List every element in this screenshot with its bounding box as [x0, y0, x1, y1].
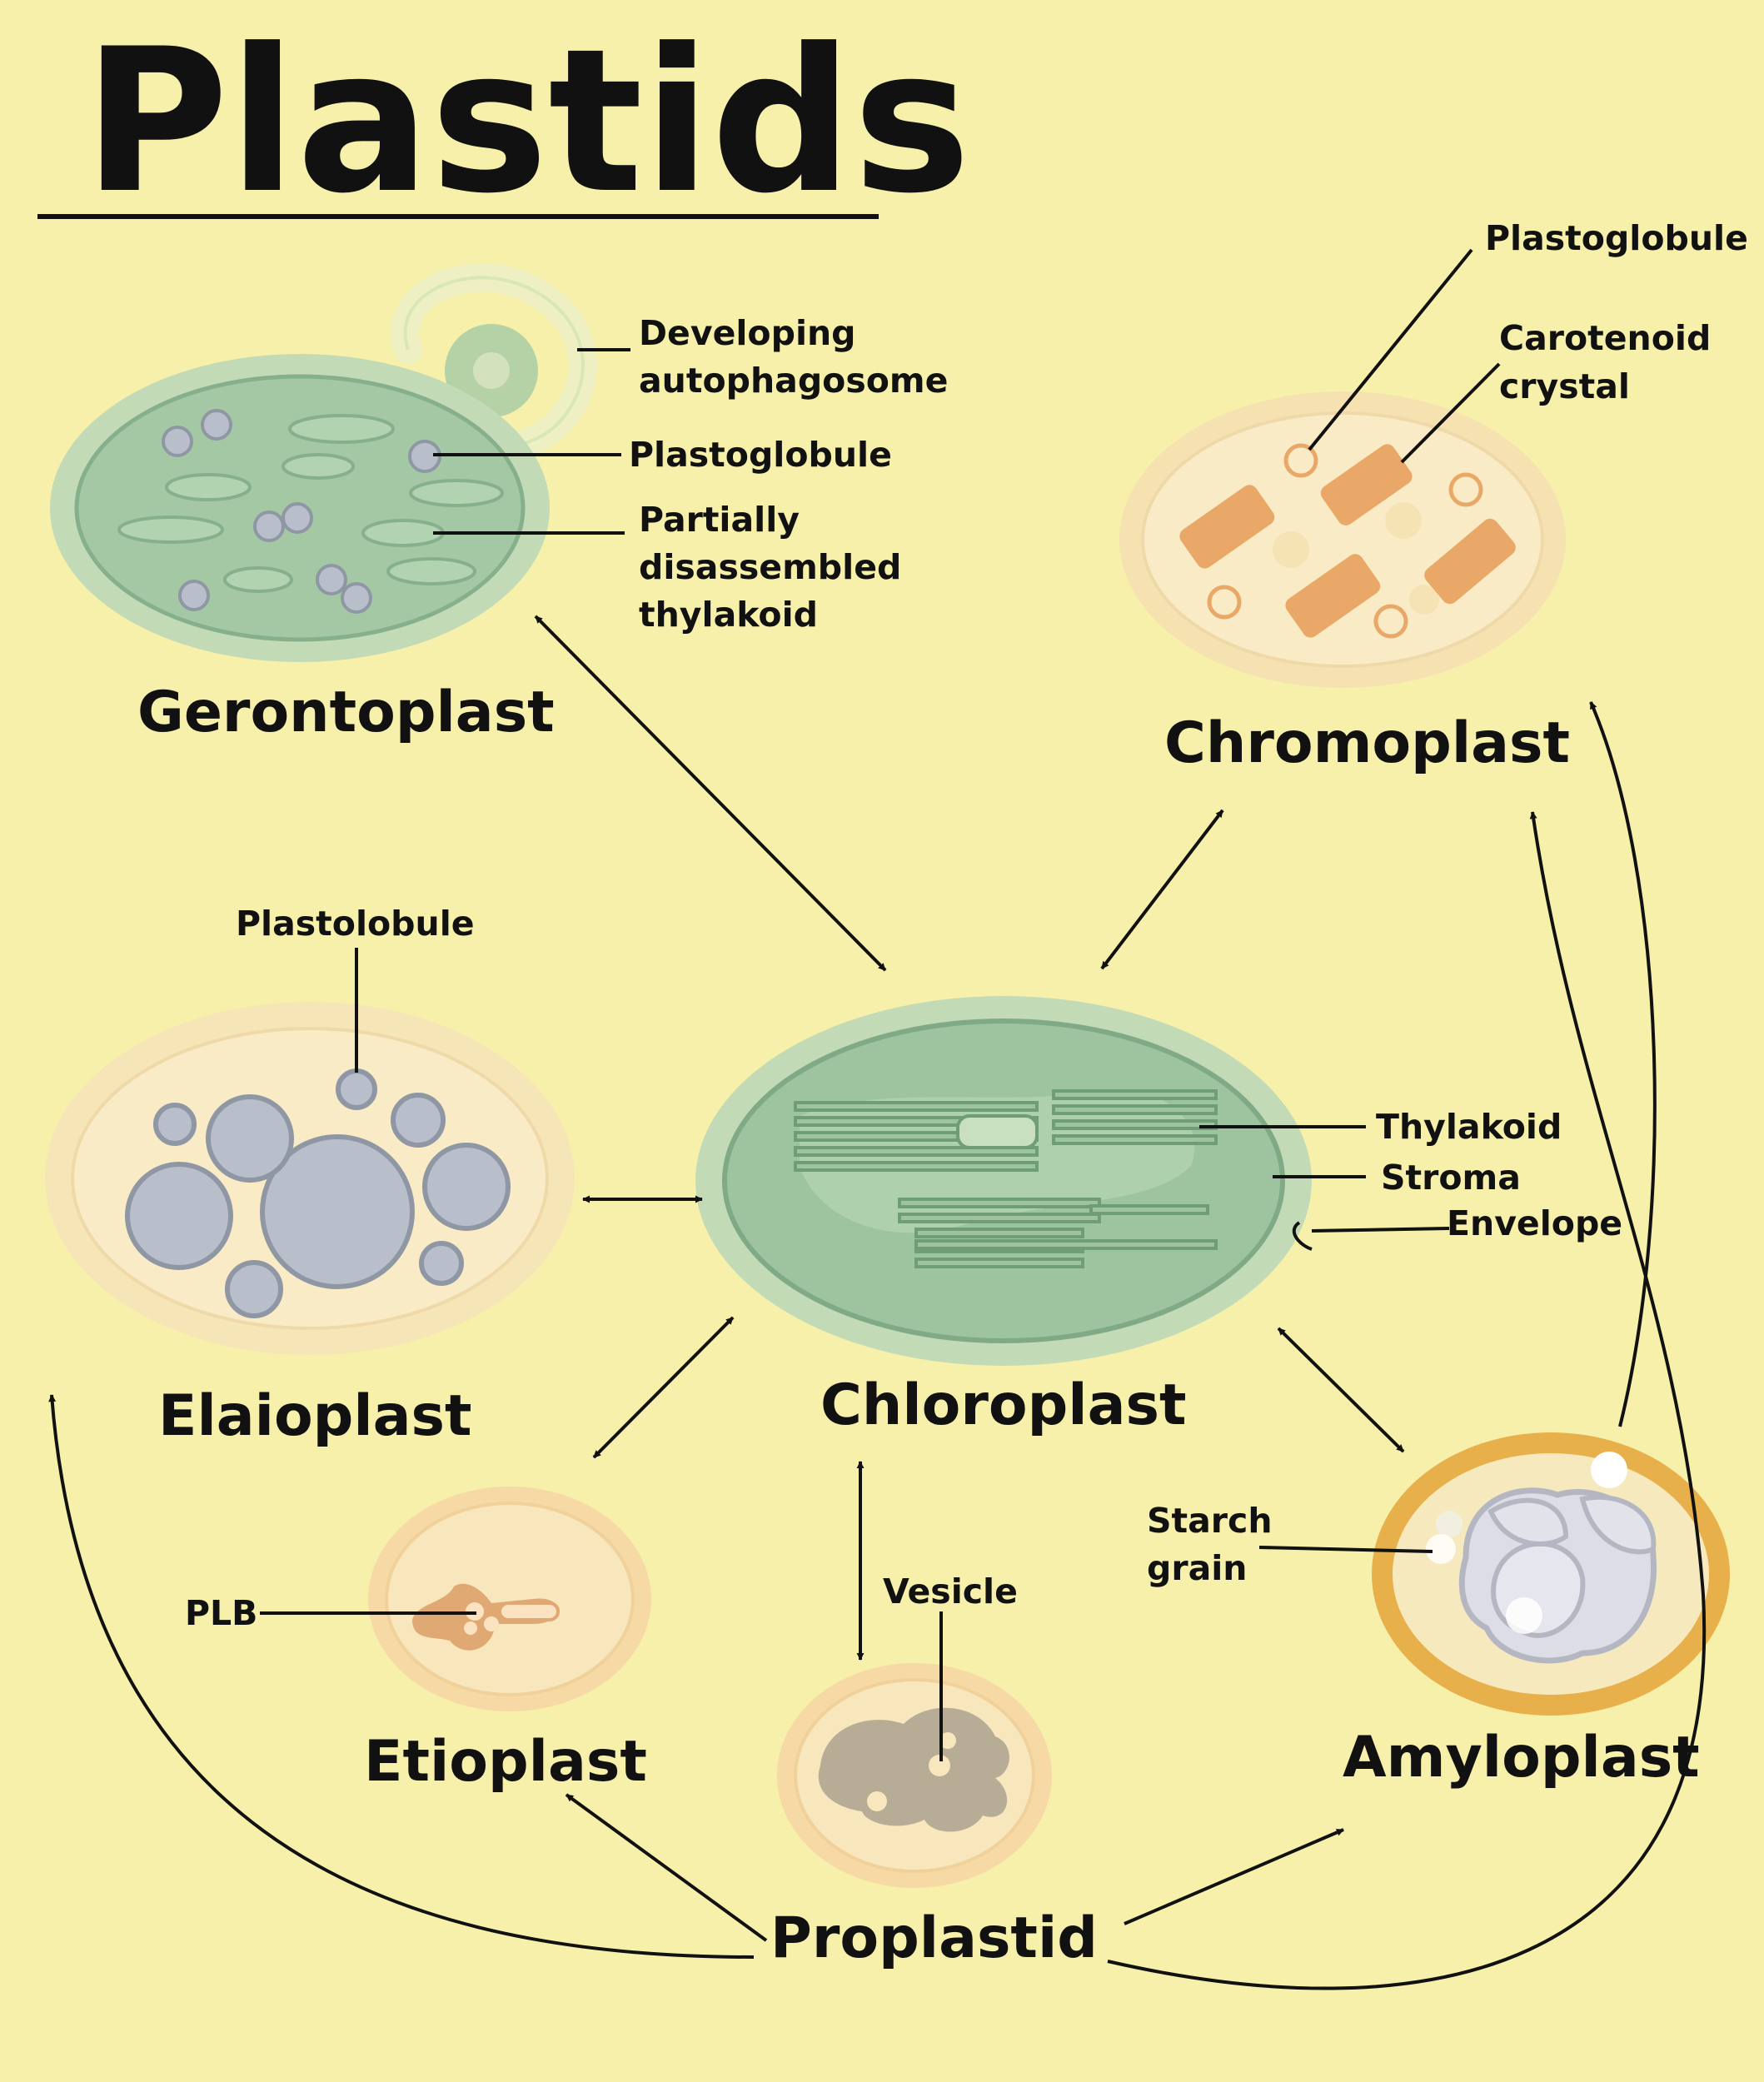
stroma-label: Stroma: [1381, 1158, 1521, 1198]
partially-label: Partially: [639, 500, 800, 540]
autophagosome-label: autophagosome: [639, 361, 948, 401]
amyloplast-illustration: [1372, 1432, 1730, 1716]
chromoplast-plastoglobule-label: Plastoglobule: [1485, 218, 1748, 258]
elaioplast-illustration: [45, 1002, 575, 1355]
starch-label: Starch: [1147, 1501, 1273, 1541]
gerontoplast-name: Gerontoplast: [137, 680, 555, 745]
arrow-icon: [1107, 811, 1707, 1990]
etioplast-name: Etioplast: [364, 1729, 647, 1795]
developing-label: Developing: [639, 313, 856, 353]
conversion-arrows: [48, 615, 1707, 1990]
arrow-icon: [1589, 701, 1657, 1427]
double-arrow-icon: [1100, 809, 1224, 970]
gerontoplast-label-lines: [433, 348, 630, 535]
plb-label: PLB: [185, 1593, 257, 1633]
arrow-icon: [48, 1394, 755, 1959]
thylakoid-label-gerontoplast: thylakoid: [639, 595, 818, 635]
gerontoplast-illustration: [50, 263, 597, 662]
proplastid-illustration: [777, 1663, 1052, 1888]
plastolobule-label: Plastolobule: [236, 904, 475, 944]
proplastid-name: Proplastid: [770, 1905, 1098, 1971]
arrow-icon: [565, 1793, 768, 1942]
etioplast-illustration: [368, 1487, 651, 1711]
arrow-icon: [1124, 1828, 1344, 1925]
double-arrow-icon: [1277, 1327, 1405, 1453]
diagram-title: Plastids: [83, 7, 971, 237]
vesicle-label: Vesicle: [883, 1571, 1018, 1611]
amyloplast-name: Amyloplast: [1343, 1725, 1700, 1791]
chromoplast-illustration: [1119, 391, 1566, 688]
starch-grain-line: [1258, 1546, 1433, 1553]
double-arrow-icon: [592, 1316, 735, 1459]
chloroplast-name: Chloroplast: [820, 1372, 1186, 1438]
envelope-label: Envelope: [1447, 1203, 1622, 1243]
chloroplast-label-lines: [1199, 1125, 1450, 1251]
chloroplast-illustration: [695, 996, 1312, 1366]
chromoplast-label-lines: [1308, 248, 1501, 464]
grain-label: grain: [1147, 1548, 1247, 1588]
gerontoplast-plastoglobule-label: Plastoglobule: [629, 435, 892, 475]
disassembled-label: disassembled: [639, 547, 901, 587]
carotenoid-label: Carotenoid: [1499, 318, 1711, 358]
elaioplast-name: Elaioplast: [158, 1383, 472, 1449]
crystal-label: crystal: [1499, 366, 1630, 406]
thylakoid-label: Thylakoid: [1376, 1107, 1562, 1147]
chromoplast-name: Chromoplast: [1164, 710, 1570, 776]
double-arrow-icon: [534, 615, 887, 972]
